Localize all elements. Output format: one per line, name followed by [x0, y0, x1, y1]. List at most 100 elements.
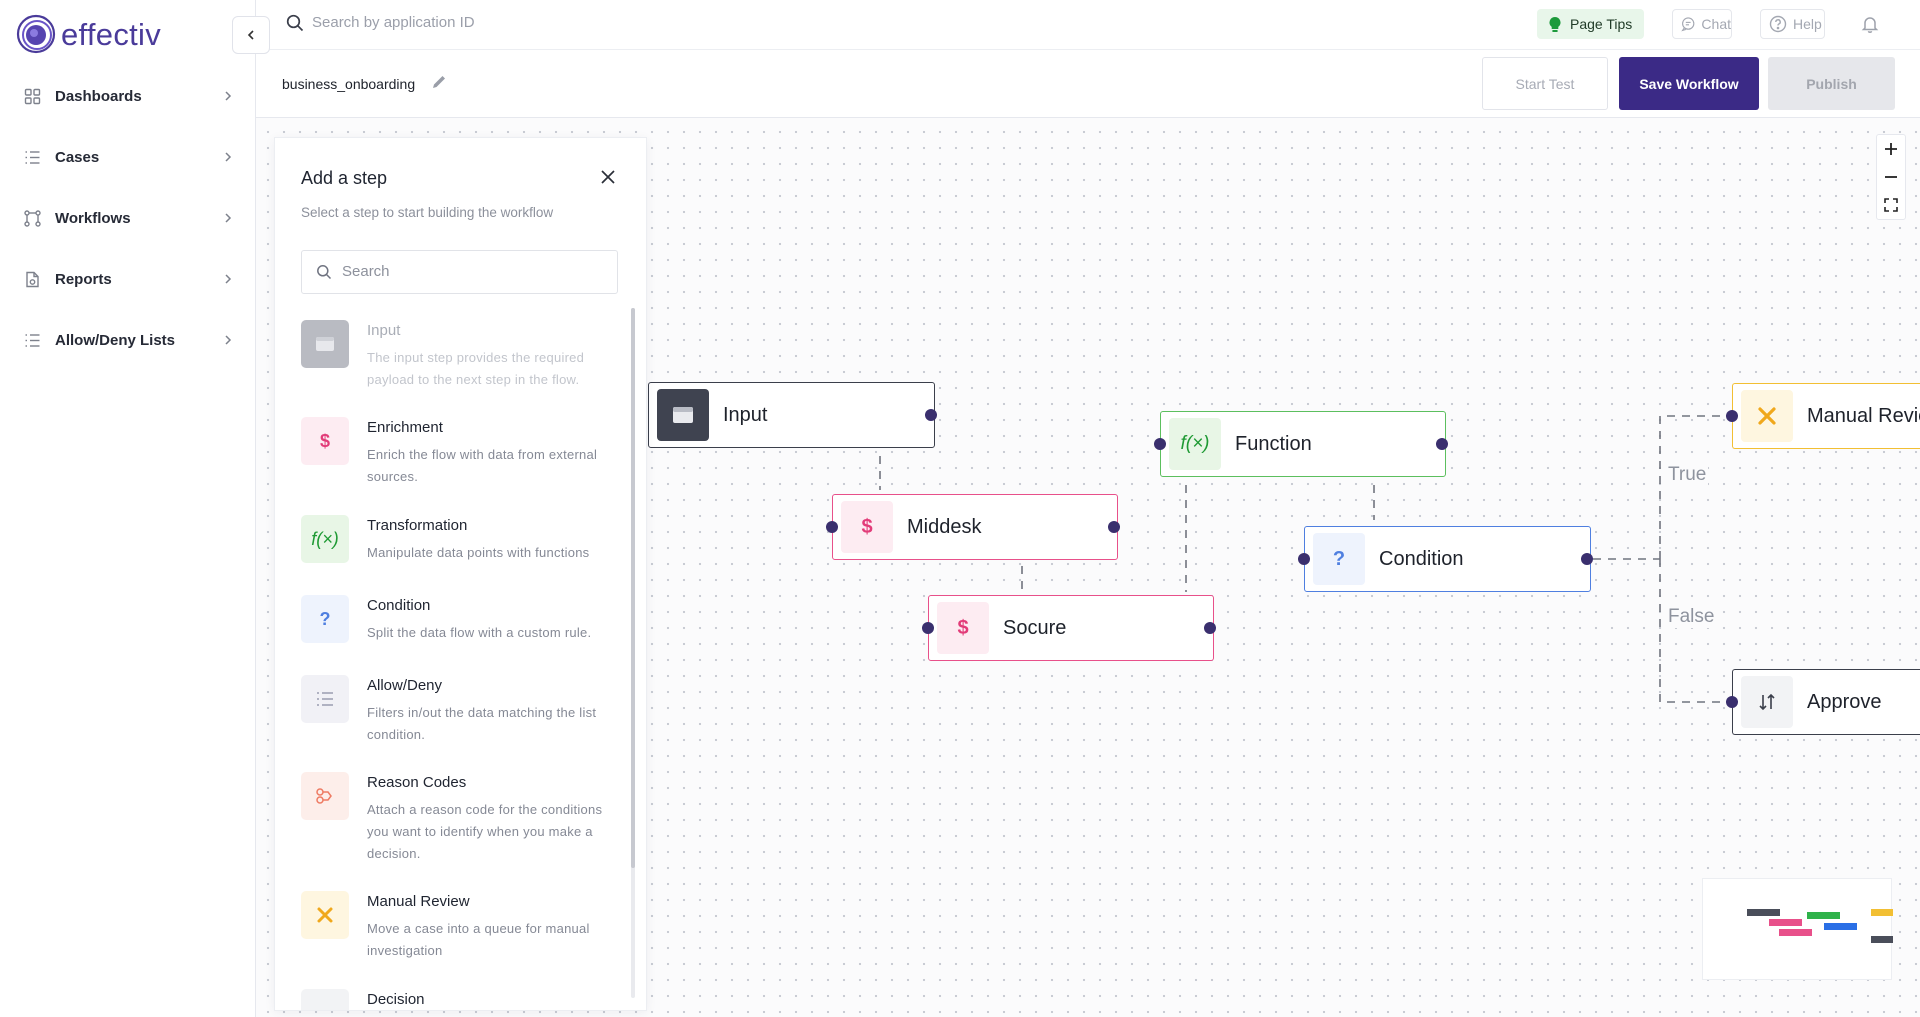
node-label: Manual Review — [1807, 405, 1920, 427]
chevron-right-icon — [225, 213, 232, 223]
workflow-header: business_onboarding Start Test Save Work… — [256, 50, 1920, 118]
logo[interactable]: effectiv — [16, 14, 161, 54]
workflow-edges — [879, 415, 1734, 703]
sidebar: effectiv Dashboards Cases Workflows Repo… — [0, 0, 256, 1017]
workflow-name: business_onboarding — [282, 76, 416, 92]
node-input-handle[interactable] — [1154, 438, 1166, 450]
node-output-handle[interactable] — [1108, 521, 1120, 533]
node-input[interactable]: Input — [648, 382, 937, 448]
minimap-node — [1769, 919, 1802, 926]
help-circle-icon — [1769, 15, 1787, 33]
node-input-handle[interactable] — [826, 521, 838, 533]
zoom-controls — [1876, 134, 1906, 220]
chevron-right-icon — [225, 335, 232, 345]
dollar-icon: $ — [841, 501, 893, 553]
list-icon — [25, 151, 40, 164]
lightbulb-icon — [1549, 16, 1561, 32]
sidebar-item-reports[interactable]: Reports — [0, 259, 256, 299]
start-test-button[interactable]: Start Test — [1482, 57, 1608, 110]
page-tips-button[interactable]: Page Tips — [1537, 9, 1644, 39]
sidebar-item-workflows[interactable]: Workflows — [0, 198, 256, 238]
node-label: Function — [1235, 433, 1312, 455]
sidebar-item-label: Allow/Deny Lists — [55, 331, 176, 349]
chevron-right-icon — [225, 274, 232, 284]
node-approve[interactable]: Approve — [1726, 669, 1920, 735]
chevron-right-icon — [225, 91, 232, 101]
dollar-glyph: $ — [319, 430, 330, 451]
step-description: Move a case into a queue for manual inve… — [367, 921, 590, 958]
step-name: Input — [367, 322, 401, 339]
step-description: The input step provides the required pay… — [367, 350, 585, 387]
node-label: Middesk — [907, 516, 982, 538]
effectiv-logo-icon — [16, 14, 56, 54]
node-input-handle[interactable] — [1298, 553, 1310, 565]
zoom-out-button[interactable] — [1877, 163, 1905, 191]
function-icon: f(×) — [1169, 418, 1221, 470]
application-id-search-input[interactable] — [312, 14, 712, 31]
step-name: Condition — [367, 597, 431, 614]
search-icon — [286, 14, 304, 32]
node-output-handle[interactable] — [925, 409, 937, 421]
function-icon: f(×) — [301, 515, 349, 563]
node-output-handle[interactable] — [1204, 622, 1216, 634]
node-output-handle[interactable] — [1581, 553, 1593, 565]
fx-glyph: f(×) — [1180, 433, 1210, 454]
save-workflow-button[interactable]: Save Workflow — [1619, 57, 1759, 110]
step-search-input[interactable] — [342, 263, 602, 280]
publish-button[interactable]: Publish — [1768, 57, 1895, 110]
node-input-handle[interactable] — [1726, 696, 1738, 708]
sidebar-item-cases[interactable]: Cases — [0, 137, 256, 177]
node-label: Approve — [1807, 691, 1882, 713]
chat-button[interactable]: Chat — [1672, 9, 1732, 39]
node-output-handle[interactable] — [1436, 438, 1448, 450]
chat-label: Chat — [1701, 16, 1731, 32]
sidebar-item-dashboards[interactable]: Dashboards — [0, 76, 256, 116]
panel-title: Add a step — [301, 168, 388, 188]
step-name: Allow/Deny — [367, 677, 443, 694]
help-button[interactable]: Help — [1760, 9, 1825, 39]
minimap-node — [1871, 936, 1893, 943]
page-tips-label: Page Tips — [1570, 16, 1633, 32]
plus-icon — [1885, 143, 1897, 155]
sidebar-item-label: Reports — [55, 270, 112, 288]
node-socure[interactable]: $ Socure — [922, 595, 1216, 661]
fx-glyph: f(×) — [311, 528, 339, 549]
step-name: Manual Review — [367, 893, 470, 910]
step-description: Enrich the flow with data from external … — [367, 447, 598, 484]
dollar-icon: $ — [937, 602, 989, 654]
node-input-handle[interactable] — [922, 622, 934, 634]
minimap-node — [1747, 909, 1780, 916]
edge-branch-true — [1659, 415, 1734, 559]
step-name: Reason Codes — [367, 774, 467, 791]
help-label: Help — [1793, 16, 1822, 32]
panel-subtitle: Select a step to start building the work… — [301, 205, 554, 220]
edge-branch-false — [1659, 559, 1734, 703]
panel-scrollbar[interactable] — [631, 308, 635, 998]
dollar-glyph: $ — [861, 515, 873, 538]
zoom-in-button[interactable] — [1877, 135, 1905, 163]
collapse-sidebar-button[interactable] — [232, 16, 270, 54]
node-label: Socure — [1003, 617, 1067, 639]
node-middesk[interactable]: $ Middesk — [826, 494, 1120, 560]
sidebar-item-allow-deny-lists[interactable]: Allow/Deny Lists — [0, 320, 256, 360]
node-input-handle[interactable] — [1726, 410, 1738, 422]
workflow-icon — [24, 210, 41, 227]
step-description: Attach a reason code for the conditions … — [367, 802, 603, 861]
node-manual-review[interactable]: Manual Review — [1726, 383, 1920, 449]
close-icon[interactable] — [599, 168, 617, 186]
search-icon — [317, 265, 332, 280]
question-glyph: ? — [1332, 547, 1346, 570]
notification-bell-icon[interactable] — [1860, 14, 1880, 34]
step-description: Filters in/out the data matching the lis… — [367, 705, 597, 742]
step-description: Manipulate data points with functions — [367, 545, 590, 560]
minus-icon — [1885, 176, 1897, 178]
panel-scrollbar-thumb[interactable] — [631, 308, 635, 868]
node-function[interactable]: f(×) Function — [1154, 411, 1448, 477]
fullscreen-icon — [1884, 198, 1898, 212]
node-condition[interactable]: ? Condition — [1298, 526, 1593, 592]
minimap[interactable] — [1702, 878, 1893, 980]
pencil-edit-icon[interactable] — [430, 73, 448, 91]
fit-view-button[interactable] — [1877, 191, 1905, 219]
minimap-node — [1807, 912, 1840, 919]
sidebar-item-label: Dashboards — [55, 87, 142, 105]
